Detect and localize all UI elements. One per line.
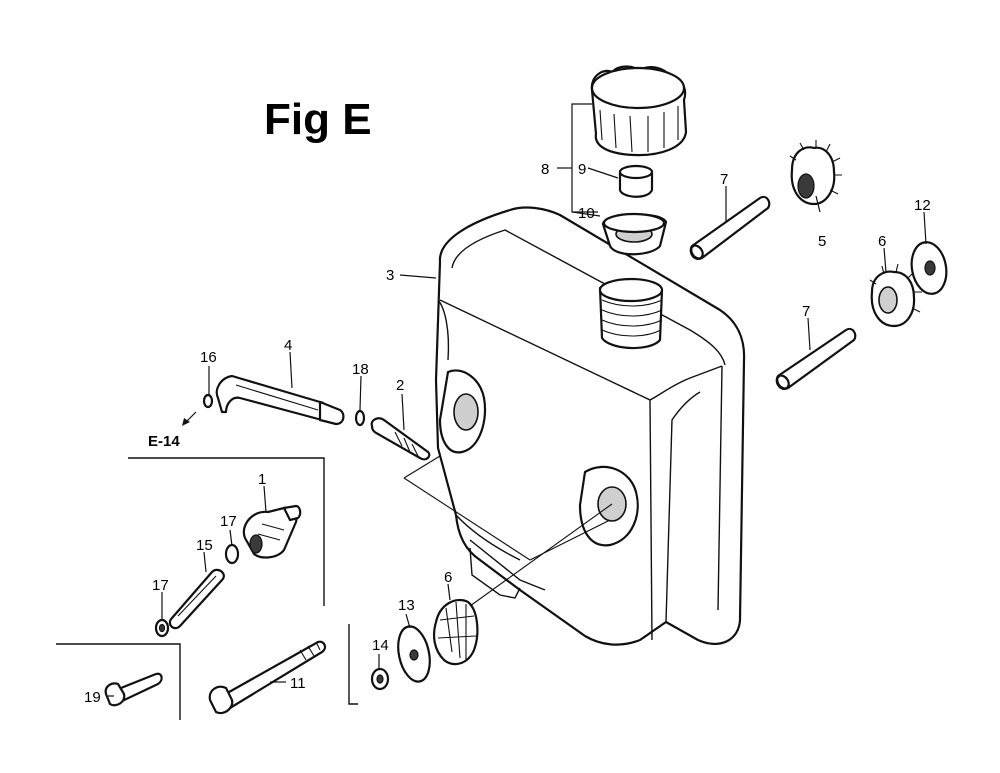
callout-16: 16 xyxy=(200,349,217,366)
tube-clip xyxy=(202,393,214,409)
mounting-grommet-right xyxy=(869,263,922,328)
fuel-filter xyxy=(242,504,302,559)
callout-10: 10 xyxy=(578,205,595,222)
callout-14: 14 xyxy=(372,637,389,654)
flange-bolt-short xyxy=(104,672,163,707)
callout-2: 2 xyxy=(396,377,404,394)
callout-11: 11 xyxy=(290,675,306,692)
callout-9: 9 xyxy=(578,161,586,178)
collar-lower xyxy=(775,327,857,390)
mounting-grommet-lower xyxy=(433,598,479,666)
collar-upper xyxy=(689,195,771,260)
callout-7-lower: 7 xyxy=(802,303,810,320)
fuel-tube-short xyxy=(168,568,225,630)
flange-bolt-long xyxy=(208,640,327,715)
callout-13: 13 xyxy=(398,597,415,614)
callout-17-lower: 17 xyxy=(152,577,169,594)
callout-8: 8 xyxy=(541,161,549,178)
strainer-cap xyxy=(618,164,654,198)
callout-7-upper: 7 xyxy=(720,171,728,188)
inset-frame-upper xyxy=(128,457,325,606)
callout-15: 15 xyxy=(196,537,213,554)
fuel-tube xyxy=(215,374,345,426)
inset-frame-bracket xyxy=(348,624,358,705)
callout-labels: 8 9 10 3 7 5 6 12 7 4 16 18 2 E-14 1 17 … xyxy=(84,161,931,706)
reference-e14: E-14 xyxy=(148,433,180,450)
callout-6-lower: 6 xyxy=(444,569,452,586)
inset-frame-lower xyxy=(56,643,181,720)
fuel-cap xyxy=(590,65,688,157)
callout-17-upper: 17 xyxy=(220,513,237,530)
mounting-grommet-upper xyxy=(789,140,842,206)
washer-large xyxy=(397,625,431,683)
callout-3: 3 xyxy=(386,267,394,284)
washer-right xyxy=(910,241,948,295)
fuel-tank xyxy=(434,206,746,646)
callout-1: 1 xyxy=(258,471,266,488)
callout-18: 18 xyxy=(352,361,369,378)
clamp-upper xyxy=(224,543,240,565)
callout-12: 12 xyxy=(914,197,931,214)
figure-title: Fig E xyxy=(264,95,372,144)
callout-5: 5 xyxy=(818,233,826,250)
callout-6-right: 6 xyxy=(878,233,886,250)
clamp-lower xyxy=(154,618,170,638)
callout-19: 19 xyxy=(84,689,101,706)
washer-small xyxy=(370,667,390,691)
callout-4: 4 xyxy=(284,337,292,354)
fuel-strainer xyxy=(601,212,668,256)
leader-lines xyxy=(108,103,927,697)
fuel-joint xyxy=(370,417,431,461)
clip-18 xyxy=(354,409,366,427)
